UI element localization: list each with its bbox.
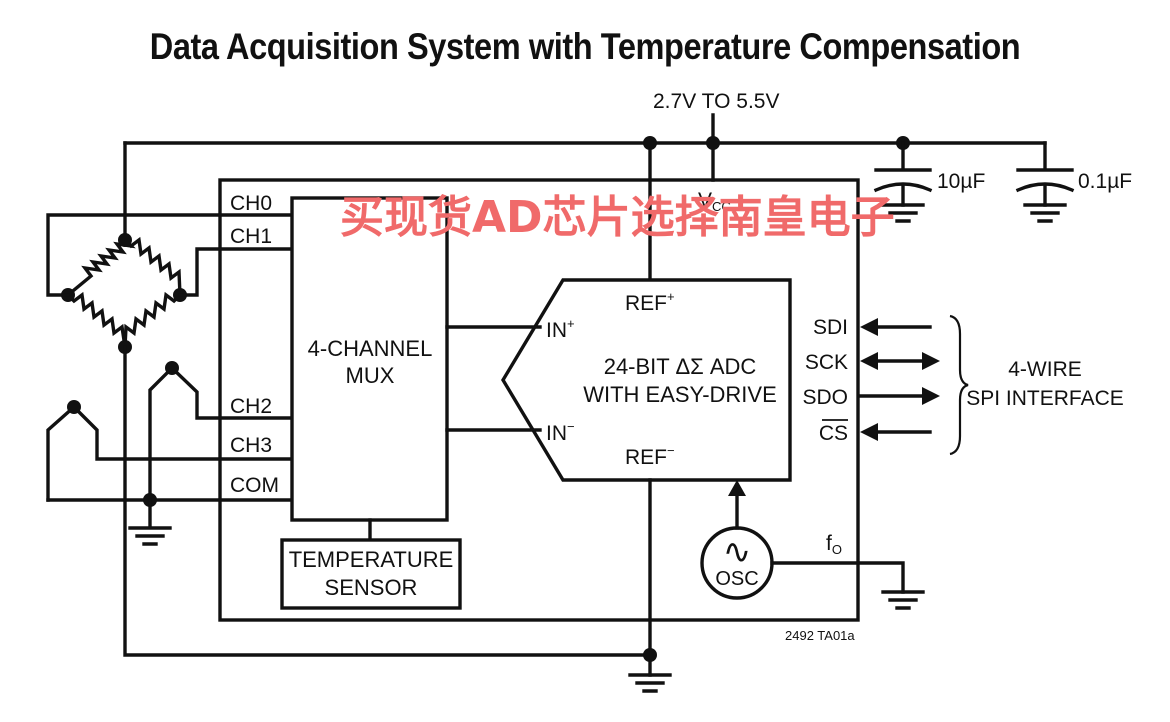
ch1-wire — [178, 247, 294, 297]
supply-label: 2.7V TO 5.5V — [653, 90, 779, 113]
chip-outline — [218, 178, 860, 622]
thermocouple-2 — [46, 404, 294, 502]
osc-label: OSC — [715, 568, 758, 590]
ground-bottom — [628, 673, 672, 693]
pin-ch1: CH1 — [230, 225, 272, 248]
vcc-label: VCC — [698, 189, 731, 214]
junction-dot — [643, 648, 657, 662]
thermocouple-junction — [165, 361, 179, 375]
pin-ch2: CH2 — [230, 395, 272, 418]
mux-label: 4-CHANNEL — [308, 336, 433, 361]
page-title: Data Acquisition System with Temperature… — [149, 26, 1021, 67]
temperature-sensor-label: TEMPERATURE — [289, 547, 454, 572]
mux-label: MUX — [346, 363, 395, 388]
capacitor-label: 10µF — [937, 170, 985, 193]
ground-right — [881, 590, 925, 610]
pin-ch3: CH3 — [230, 434, 272, 457]
spi-arrows — [858, 314, 969, 456]
figure-id: 2492 TA01a — [785, 628, 855, 643]
thermocouple-junction — [67, 400, 81, 414]
adc-label: 24-BIT ΔΣ ADC — [604, 354, 757, 379]
pin-com: COM — [230, 474, 279, 497]
capacitor-10uf — [873, 141, 933, 223]
in-plus-label: IN+ — [546, 316, 575, 342]
junction-dot — [706, 136, 720, 150]
pin-ch0: CH0 — [230, 192, 272, 215]
resistor-bridge — [61, 233, 187, 354]
spi-label: 4-WIRE — [1008, 358, 1082, 381]
watermark: 买现货AD芯片选择南皇电子 — [340, 192, 895, 243]
temperature-sensor-block — [280, 538, 462, 610]
pin-sdi: SDI — [813, 316, 848, 339]
fo-wire — [770, 561, 905, 594]
pin-sck: SCK — [805, 351, 848, 374]
ch0-wire — [46, 213, 294, 297]
ref-minus-label: REF− — [625, 443, 675, 469]
spi-label: SPI INTERFACE — [966, 387, 1124, 410]
temperature-sensor-label: SENSOR — [325, 575, 418, 600]
capacitor-0-1uf — [1015, 141, 1075, 223]
capacitor-label: 0.1µF — [1078, 170, 1132, 193]
pin-cs: CS — [819, 422, 848, 445]
ref-plus-label: REF+ — [625, 289, 675, 315]
osc-symbol: ∿ — [723, 532, 752, 572]
fo-label: fO — [826, 532, 842, 557]
junction-dot — [643, 136, 657, 150]
ground-left — [128, 498, 172, 546]
pin-sdo: SDO — [802, 386, 848, 409]
osc-arrow — [728, 480, 746, 496]
adc-label: WITH EASY-DRIVE — [583, 382, 777, 407]
adc-block — [501, 278, 792, 482]
in-minus-label: IN− — [546, 419, 575, 445]
bridge-return — [123, 345, 652, 657]
thermocouple-1 — [148, 365, 294, 502]
